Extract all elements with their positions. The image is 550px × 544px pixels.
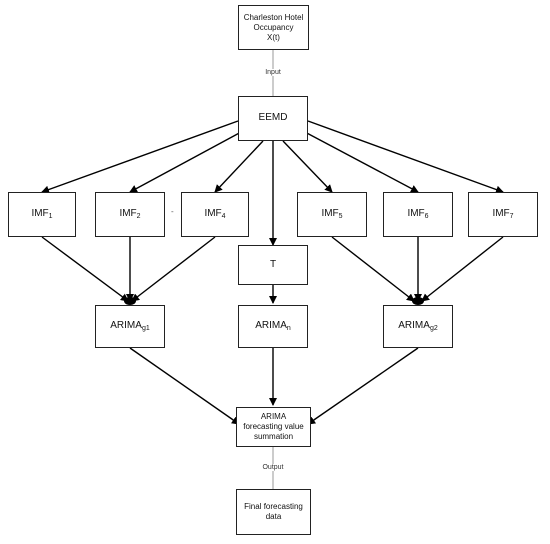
source-line-1: Charleston Hotel — [243, 12, 304, 22]
summation-box: ARIMA forecasting value summation — [236, 407, 311, 447]
arima-n-box: ARIMAn — [238, 305, 308, 348]
summation-line-2: forecasting value — [243, 422, 304, 431]
eemd-label: EEMD — [258, 112, 288, 124]
imf-1-label: IMF1 — [31, 207, 53, 220]
arima-n-label: ARIMAn — [255, 319, 291, 332]
final-output-box: Final forecasting data — [236, 489, 311, 535]
summation-line-3: summation — [253, 432, 294, 441]
imf-5-label: IMF5 — [321, 207, 343, 220]
trend-label: T — [269, 258, 277, 270]
final-line-2: data — [265, 512, 282, 521]
arima-g1-box: ARIMAg1 — [95, 305, 165, 348]
imf7-to-arima-g2-arrow — [421, 236, 504, 302]
final-line-1: Final forecasting — [244, 502, 303, 511]
imf-4-label: IMF4 — [204, 207, 226, 220]
arima-g2-to-summation-arrow — [307, 347, 419, 425]
imf5-to-arima-g2-arrow — [331, 236, 415, 302]
imf-6-box: IMF6 — [383, 192, 453, 237]
imf-7-label: IMF7 — [492, 207, 514, 220]
source-data-box: Charleston Hotel Occupancy X(t) — [238, 5, 309, 50]
eemd-to-imf2-arrow — [129, 130, 244, 193]
source-line-3: X(t) — [267, 32, 280, 42]
arima-g2-box: ARIMAg2 — [383, 305, 453, 348]
eemd-box: EEMD — [238, 96, 308, 141]
imf-4-box: IMF4 — [181, 192, 249, 237]
eemd-to-imf7-arrow — [307, 120, 504, 194]
arima-g1-to-summation-arrow — [129, 347, 240, 425]
imf-2-label: IMF2 — [119, 207, 141, 220]
summation-line-1: ARIMA — [260, 412, 287, 421]
arima-g2-label: ARIMAg2 — [398, 319, 438, 332]
arima-g1-label: ARIMAg1 — [110, 319, 150, 332]
trend-box: T — [238, 245, 308, 285]
ellipsis-dash: - — [171, 207, 174, 216]
imf-7-box: IMF7 — [468, 192, 538, 237]
imf-1-box: IMF1 — [8, 192, 76, 237]
imf-5-box: IMF5 — [297, 192, 367, 237]
eemd-to-imf4-arrow — [214, 140, 264, 193]
imf4-to-arima-g1-arrow — [131, 236, 216, 302]
imf-2-box: IMF2 — [95, 192, 165, 237]
merge-node-g2 — [412, 297, 424, 305]
eemd-to-imf6-arrow — [302, 130, 419, 193]
eemd-to-imf5-arrow — [282, 140, 333, 193]
output-label: Output — [260, 464, 286, 471]
input-label: Input — [263, 69, 283, 76]
imf-6-label: IMF6 — [407, 207, 429, 220]
source-line-2: Occupancy — [253, 22, 294, 32]
merge-node-g1 — [124, 297, 136, 305]
imf1-to-arima-g1-arrow — [41, 236, 129, 302]
eemd-to-imf1-arrow — [41, 120, 239, 194]
